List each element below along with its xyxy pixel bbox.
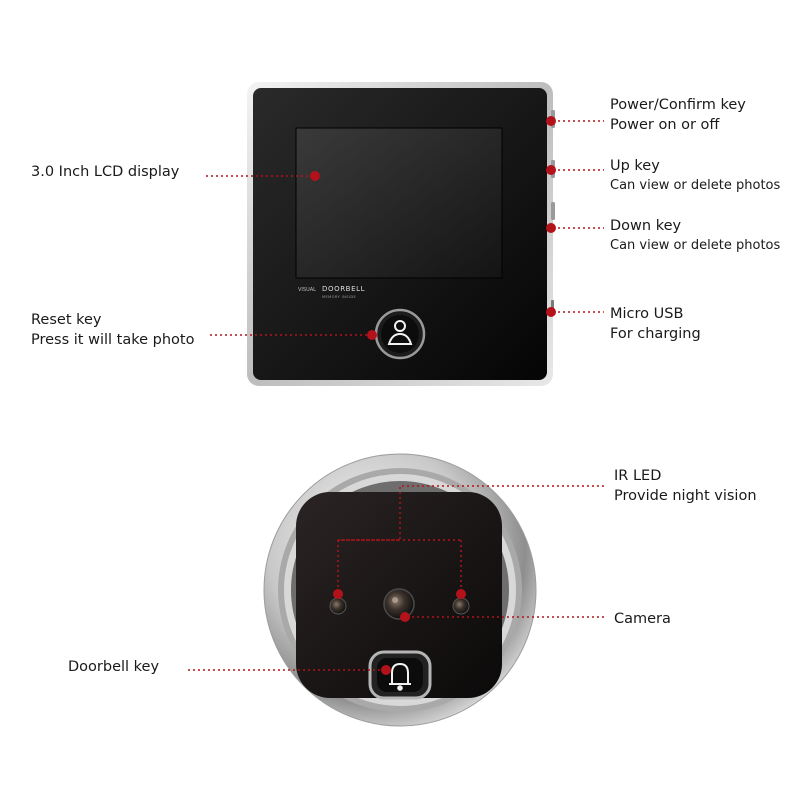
label-up: Up key Can view or delete photos <box>610 156 780 196</box>
label-camera: Camera <box>614 609 671 629</box>
label-usb-title: Micro USB <box>610 306 684 322</box>
doorbell-button[interactable] <box>368 650 432 700</box>
label-reset-sub: Press it will take photo <box>31 332 195 348</box>
label-power: Power/Confirm key Power on or off <box>610 95 746 135</box>
ir-led-right <box>452 597 470 615</box>
bell-icon <box>389 662 411 691</box>
lcd-display <box>295 127 503 279</box>
dot-reset <box>367 330 377 340</box>
label-reset-title: Reset key <box>31 312 102 328</box>
ir-led-left <box>329 597 347 615</box>
down-key[interactable] <box>551 202 555 220</box>
camera-lens <box>383 588 415 620</box>
dot-power <box>546 116 556 126</box>
dot-camera <box>400 612 410 622</box>
dot-lcd <box>310 171 320 181</box>
dot-up <box>546 165 556 175</box>
label-power-title: Power/Confirm key <box>610 97 746 113</box>
screen-unit: VISUAL DOORBELL MEMORY INSIDE <box>247 82 555 386</box>
dot-usb <box>546 307 556 317</box>
dot-ir-right <box>456 589 466 599</box>
brand-name: DOORBELL <box>322 285 365 293</box>
label-doorbell: Doorbell key <box>68 657 159 677</box>
leader-ir <box>337 485 604 597</box>
label-usb: Micro USB For charging <box>610 304 701 344</box>
label-down-title: Down key <box>610 218 682 234</box>
person-icon <box>387 320 413 345</box>
camera-unit <box>263 453 537 727</box>
dot-down <box>546 223 556 233</box>
label-up-title: Up key <box>610 158 660 174</box>
reset-button[interactable] <box>374 308 426 360</box>
label-reset: Reset key Press it will take photo <box>31 310 194 350</box>
callouts <box>188 120 604 671</box>
label-ir: IR LED Provide night vision <box>614 466 757 506</box>
label-down-sub: Can view or delete photos <box>610 238 781 253</box>
label-camera-title: Camera <box>614 611 671 627</box>
label-ir-sub: Provide night vision <box>614 488 757 504</box>
label-down: Down key Can view or delete photos <box>610 216 780 256</box>
dot-doorbell <box>381 665 391 675</box>
callout-dots <box>310 116 556 675</box>
brand-prefix: VISUAL <box>298 287 316 293</box>
label-lcd-title: 3.0 Inch LCD display <box>31 164 180 180</box>
label-usb-sub: For charging <box>610 326 701 342</box>
label-up-sub: Can view or delete photos <box>610 178 781 193</box>
label-doorbell-title: Doorbell key <box>68 659 160 675</box>
dot-ir-left <box>333 589 343 599</box>
label-ir-title: IR LED <box>614 468 662 484</box>
label-power-sub: Power on or off <box>610 117 720 133</box>
label-lcd: 3.0 Inch LCD display <box>31 162 179 182</box>
brand-tagline: MEMORY INSIDE <box>322 295 357 299</box>
